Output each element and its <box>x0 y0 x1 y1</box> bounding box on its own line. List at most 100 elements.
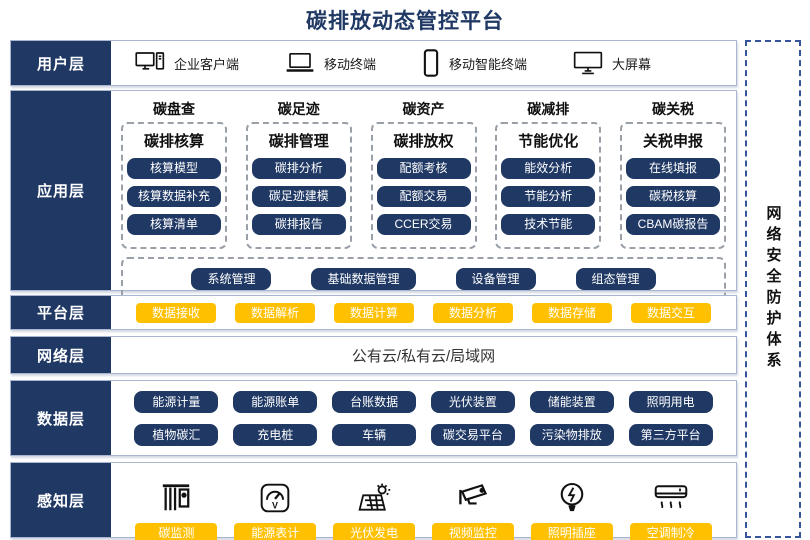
platform-item: 数据解析 <box>235 302 315 323</box>
app-column-carbon-reduction: 碳减排 节能优化 能效分析 节能分析 技术节能 <box>495 97 602 249</box>
app-column-carbon-tariff: 碳关税 关税申报 在线填报 碳税核算 CBAM碳报告 <box>620 97 726 249</box>
app-column-subheader: 关税申报 <box>642 133 703 150</box>
app-column-header: 碳关税 <box>652 101 694 117</box>
data-item: 碳交易平台 <box>430 423 515 446</box>
app-columns: 碳盘查 碳排核算 核算模型 核算数据补充 核算清单 碳足迹 碳排管理 碳排分析 … <box>111 91 736 249</box>
air-conditioner-icon <box>653 478 689 514</box>
platform-item: 数据分析 <box>433 302 513 323</box>
data-item: 储能装置 <box>529 390 614 413</box>
platform-layer-body: 数据接收 数据解析 数据计算 数据分析 数据存储 数据交互 <box>111 296 736 329</box>
platform-layer-row: 平台层 数据接收 数据解析 数据计算 数据分析 数据存储 数据交互 <box>10 295 737 330</box>
data-layer-label: 数据层 <box>11 381 111 455</box>
app-column-header: 碳足迹 <box>277 101 320 117</box>
platform-item: 数据计算 <box>334 302 414 323</box>
cctv-camera-icon <box>455 478 491 514</box>
app-column-box: 碳排核算 核算模型 核算数据补充 核算清单 <box>121 122 227 249</box>
laptop-icon <box>285 51 315 75</box>
user-items: 企业客户端 移动终端 <box>111 41 736 85</box>
perception-item-light-bulb: 照明插座 <box>530 478 613 540</box>
data-item: 第三方平台 <box>628 423 713 446</box>
user-item-mobile-terminal: 移动终端 <box>285 51 376 75</box>
user-item-smart-mobile: 移动智能终端 <box>422 49 527 77</box>
app-column-box: 碳排管理 碳排分析 碳足迹建模 碳排报告 <box>245 122 352 249</box>
app-item: 核算清单 <box>127 214 221 235</box>
network-layer-label: 网络层 <box>11 337 111 373</box>
perception-layer-label: 感知层 <box>11 463 111 537</box>
perception-layer-body: 碳监测 V 能源表计 <box>111 463 736 540</box>
app-column-box: 关税申报 在线填报 碳税核算 CBAM碳报告 <box>620 122 726 249</box>
perception-item-carbon-monitor: 碳监测 <box>135 478 218 540</box>
app-bottom-item: 设备管理 <box>455 268 536 290</box>
app-item: 碳足迹建模 <box>251 186 346 207</box>
carbon-monitor-icon <box>159 478 193 514</box>
user-item-label: 企业客户端 <box>174 56 240 72</box>
data-item: 污染物排放 <box>529 423 614 446</box>
app-item: 技术节能 <box>501 214 596 235</box>
app-column-header: 碳减排 <box>527 101 570 117</box>
app-item: 碳税核算 <box>626 186 720 207</box>
network-layer-body: 公有云/私有云/局域网 <box>111 337 736 373</box>
perception-item-air-conditioner: 空调制冷 <box>629 478 712 540</box>
perception-items: 碳监测 V 能源表计 <box>111 463 736 540</box>
app-item: 节能分析 <box>501 186 596 207</box>
app-item: CBAM碳报告 <box>626 214 720 235</box>
app-column-box: 节能优化 能效分析 节能分析 技术节能 <box>495 122 602 249</box>
app-bottom-item: 系统管理 <box>191 268 272 290</box>
app-layer-row: 应用层 碳盘查 碳排核算 核算模型 核算数据补充 核算清单 碳足迹 碳排管理 <box>10 90 737 301</box>
app-item: CCER交易 <box>376 214 471 235</box>
security-sidebar: 网络安全防护体系 <box>745 40 801 538</box>
app-item: 配额交易 <box>376 186 471 207</box>
platform-item: 数据交互 <box>631 302 711 323</box>
desktop-pc-icon <box>135 50 165 76</box>
security-sidebar-text: 网络安全防护体系 <box>764 205 782 373</box>
user-item-label: 大屏幕 <box>612 56 652 72</box>
platform-items: 数据接收 数据解析 数据计算 数据分析 数据存储 数据交互 <box>111 296 736 329</box>
perception-item-cctv-camera: 视频监控 <box>431 478 514 540</box>
app-item: 配额考核 <box>376 158 471 179</box>
app-column-header: 碳盘查 <box>153 101 195 117</box>
perception-item-label: 光伏发电 <box>333 523 416 540</box>
energy-meter-icon: V <box>259 478 291 514</box>
data-item: 能源账单 <box>233 390 318 413</box>
perception-item-label: 碳监测 <box>135 523 218 540</box>
perception-item-label: 视频监控 <box>431 523 514 540</box>
data-item: 车辆 <box>332 423 417 446</box>
network-cloud-text: 公有云/私有云/局域网 <box>351 347 496 365</box>
app-item: 核算模型 <box>127 158 221 179</box>
app-column-box: 碳排放权 配额考核 配额交易 CCER交易 <box>370 122 477 249</box>
perception-item-solar-panel: 光伏发电 <box>333 478 416 540</box>
solar-panel-icon <box>356 478 392 514</box>
data-item: 能源计量 <box>134 390 219 413</box>
app-column-subheader: 碳排核算 <box>143 133 204 150</box>
data-item: 充电桩 <box>233 423 318 446</box>
app-item: 碳排报告 <box>251 214 346 235</box>
perception-item-label: 能源表计 <box>234 523 317 540</box>
app-item: 在线填报 <box>626 158 720 179</box>
light-bulb-icon <box>558 478 586 514</box>
user-item-enterprise-client: 企业客户端 <box>135 50 239 76</box>
big-screen-icon <box>573 50 603 76</box>
user-item-label: 移动智能终端 <box>449 56 528 72</box>
platform-item: 数据接收 <box>136 302 216 323</box>
app-bottom-item: 基础数据管理 <box>311 268 416 290</box>
app-column-header: 碳资产 <box>402 101 445 117</box>
perception-item-label: 照明插座 <box>530 523 613 540</box>
app-column-carbon-inventory: 碳盘查 碳排核算 核算模型 核算数据补充 核算清单 <box>121 97 227 249</box>
app-column-subheader: 碳排放权 <box>393 133 454 150</box>
data-items: 能源计量 能源账单 台账数据 光伏装置 储能装置 照明用电 植物碳汇 充电桩 车… <box>111 381 736 455</box>
app-layer-label: 应用层 <box>11 91 111 290</box>
perception-item-energy-meter: V 能源表计 <box>234 478 317 540</box>
data-item: 台账数据 <box>332 390 417 413</box>
data-item: 光伏装置 <box>430 390 515 413</box>
data-layer-row: 数据层 能源计量 能源账单 台账数据 光伏装置 储能装置 照明用电 植物碳汇 充… <box>10 380 737 456</box>
app-column-carbon-asset: 碳资产 碳排放权 配额考核 配额交易 CCER交易 <box>370 97 477 249</box>
app-column-subheader: 碳排管理 <box>268 133 329 150</box>
user-item-label: 移动终端 <box>324 56 377 72</box>
user-layer-body: 企业客户端 移动终端 <box>111 41 736 85</box>
app-column-subheader: 节能优化 <box>518 133 579 150</box>
app-bottom-item: 组态管理 <box>575 268 656 290</box>
page-title: 碳排放动态管控平台 <box>306 10 504 33</box>
data-item: 照明用电 <box>628 390 713 413</box>
platform-layer-label: 平台层 <box>11 296 111 329</box>
